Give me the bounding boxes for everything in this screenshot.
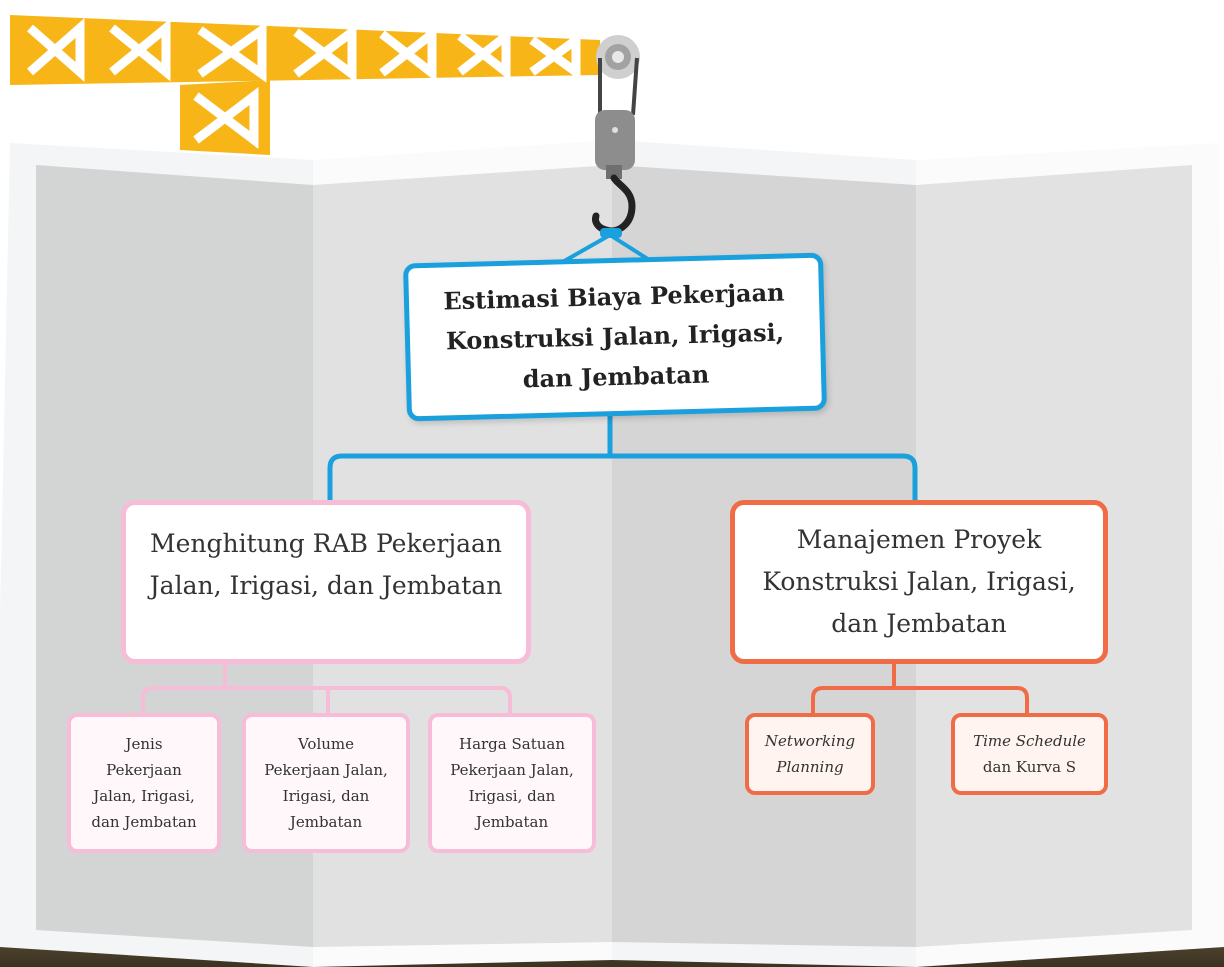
- leaf-text: Jembatan: [289, 813, 363, 831]
- branch-manajemen-line-3: dan Jembatan: [831, 609, 1007, 638]
- branch-manajemen-line-2: Konstruksi Jalan, Irigasi,: [762, 567, 1076, 596]
- leaf-text: Networking: [764, 732, 856, 750]
- leaf-text: Jenis: [125, 735, 163, 753]
- branch-rab-node: Menghitung RAB Pekerjaan Jalan, Irigasi,…: [121, 500, 531, 664]
- crane-hook: [592, 174, 636, 235]
- connector-root: [327, 414, 918, 500]
- leaf-text: Volume: [297, 735, 355, 753]
- crane-cable: [598, 57, 639, 116]
- leaf-text: Jembatan: [475, 813, 549, 831]
- leaf-text: Time Schedule: [973, 732, 1086, 750]
- branch-manajemen-line-1: Manajemen Proyek: [796, 525, 1042, 554]
- leaf-text: dan Kurva S: [982, 758, 1077, 776]
- leaf-text: Pekerjaan: [106, 761, 182, 779]
- branch-rab-line-2: Jalan, Irigasi, dan Jembatan: [149, 571, 503, 600]
- connector-right: [811, 664, 1029, 713]
- leaf-jenis-pekerjaan: Jenis Pekerjaan Jalan, Irigasi, dan Jemb…: [67, 713, 221, 853]
- leaf-networking-planning: Networking Planning: [745, 713, 875, 795]
- leaf-text: Planning: [776, 758, 844, 776]
- leaf-harga-satuan: Harga Satuan Pekerjaan Jalan, Irigasi, d…: [428, 713, 596, 853]
- leaf-text: Irigasi, dan: [282, 787, 370, 805]
- branch-rab-line-1: Menghitung RAB Pekerjaan: [149, 529, 503, 558]
- leaf-volume-pekerjaan: Volume Pekerjaan Jalan, Irigasi, dan Jem…: [242, 713, 410, 853]
- connector-left: [141, 664, 512, 713]
- leaf-text: dan Jembatan: [91, 813, 197, 831]
- hook-block: [595, 110, 635, 170]
- leaf-text: Pekerjaan Jalan,: [450, 761, 574, 779]
- crane-truss: [27, 18, 581, 150]
- branch-manajemen-node: Manajemen Proyek Konstruksi Jalan, Iriga…: [730, 500, 1108, 664]
- leaf-text: Irigasi, dan: [468, 787, 556, 805]
- root-line-2: Konstruksi Jalan, Irigasi,: [445, 317, 785, 356]
- leaf-text: Pekerjaan Jalan,: [264, 761, 388, 779]
- leaf-time-schedule: Time Schedule dan Kurva S: [951, 713, 1108, 795]
- root-line-3: dan Jembatan: [522, 359, 710, 394]
- root-node: Estimasi Biaya Pekerjaan Konstruksi Jala…: [403, 252, 827, 422]
- leaf-text: Jalan, Irigasi,: [93, 787, 195, 805]
- leaf-text: Harga Satuan: [458, 735, 566, 753]
